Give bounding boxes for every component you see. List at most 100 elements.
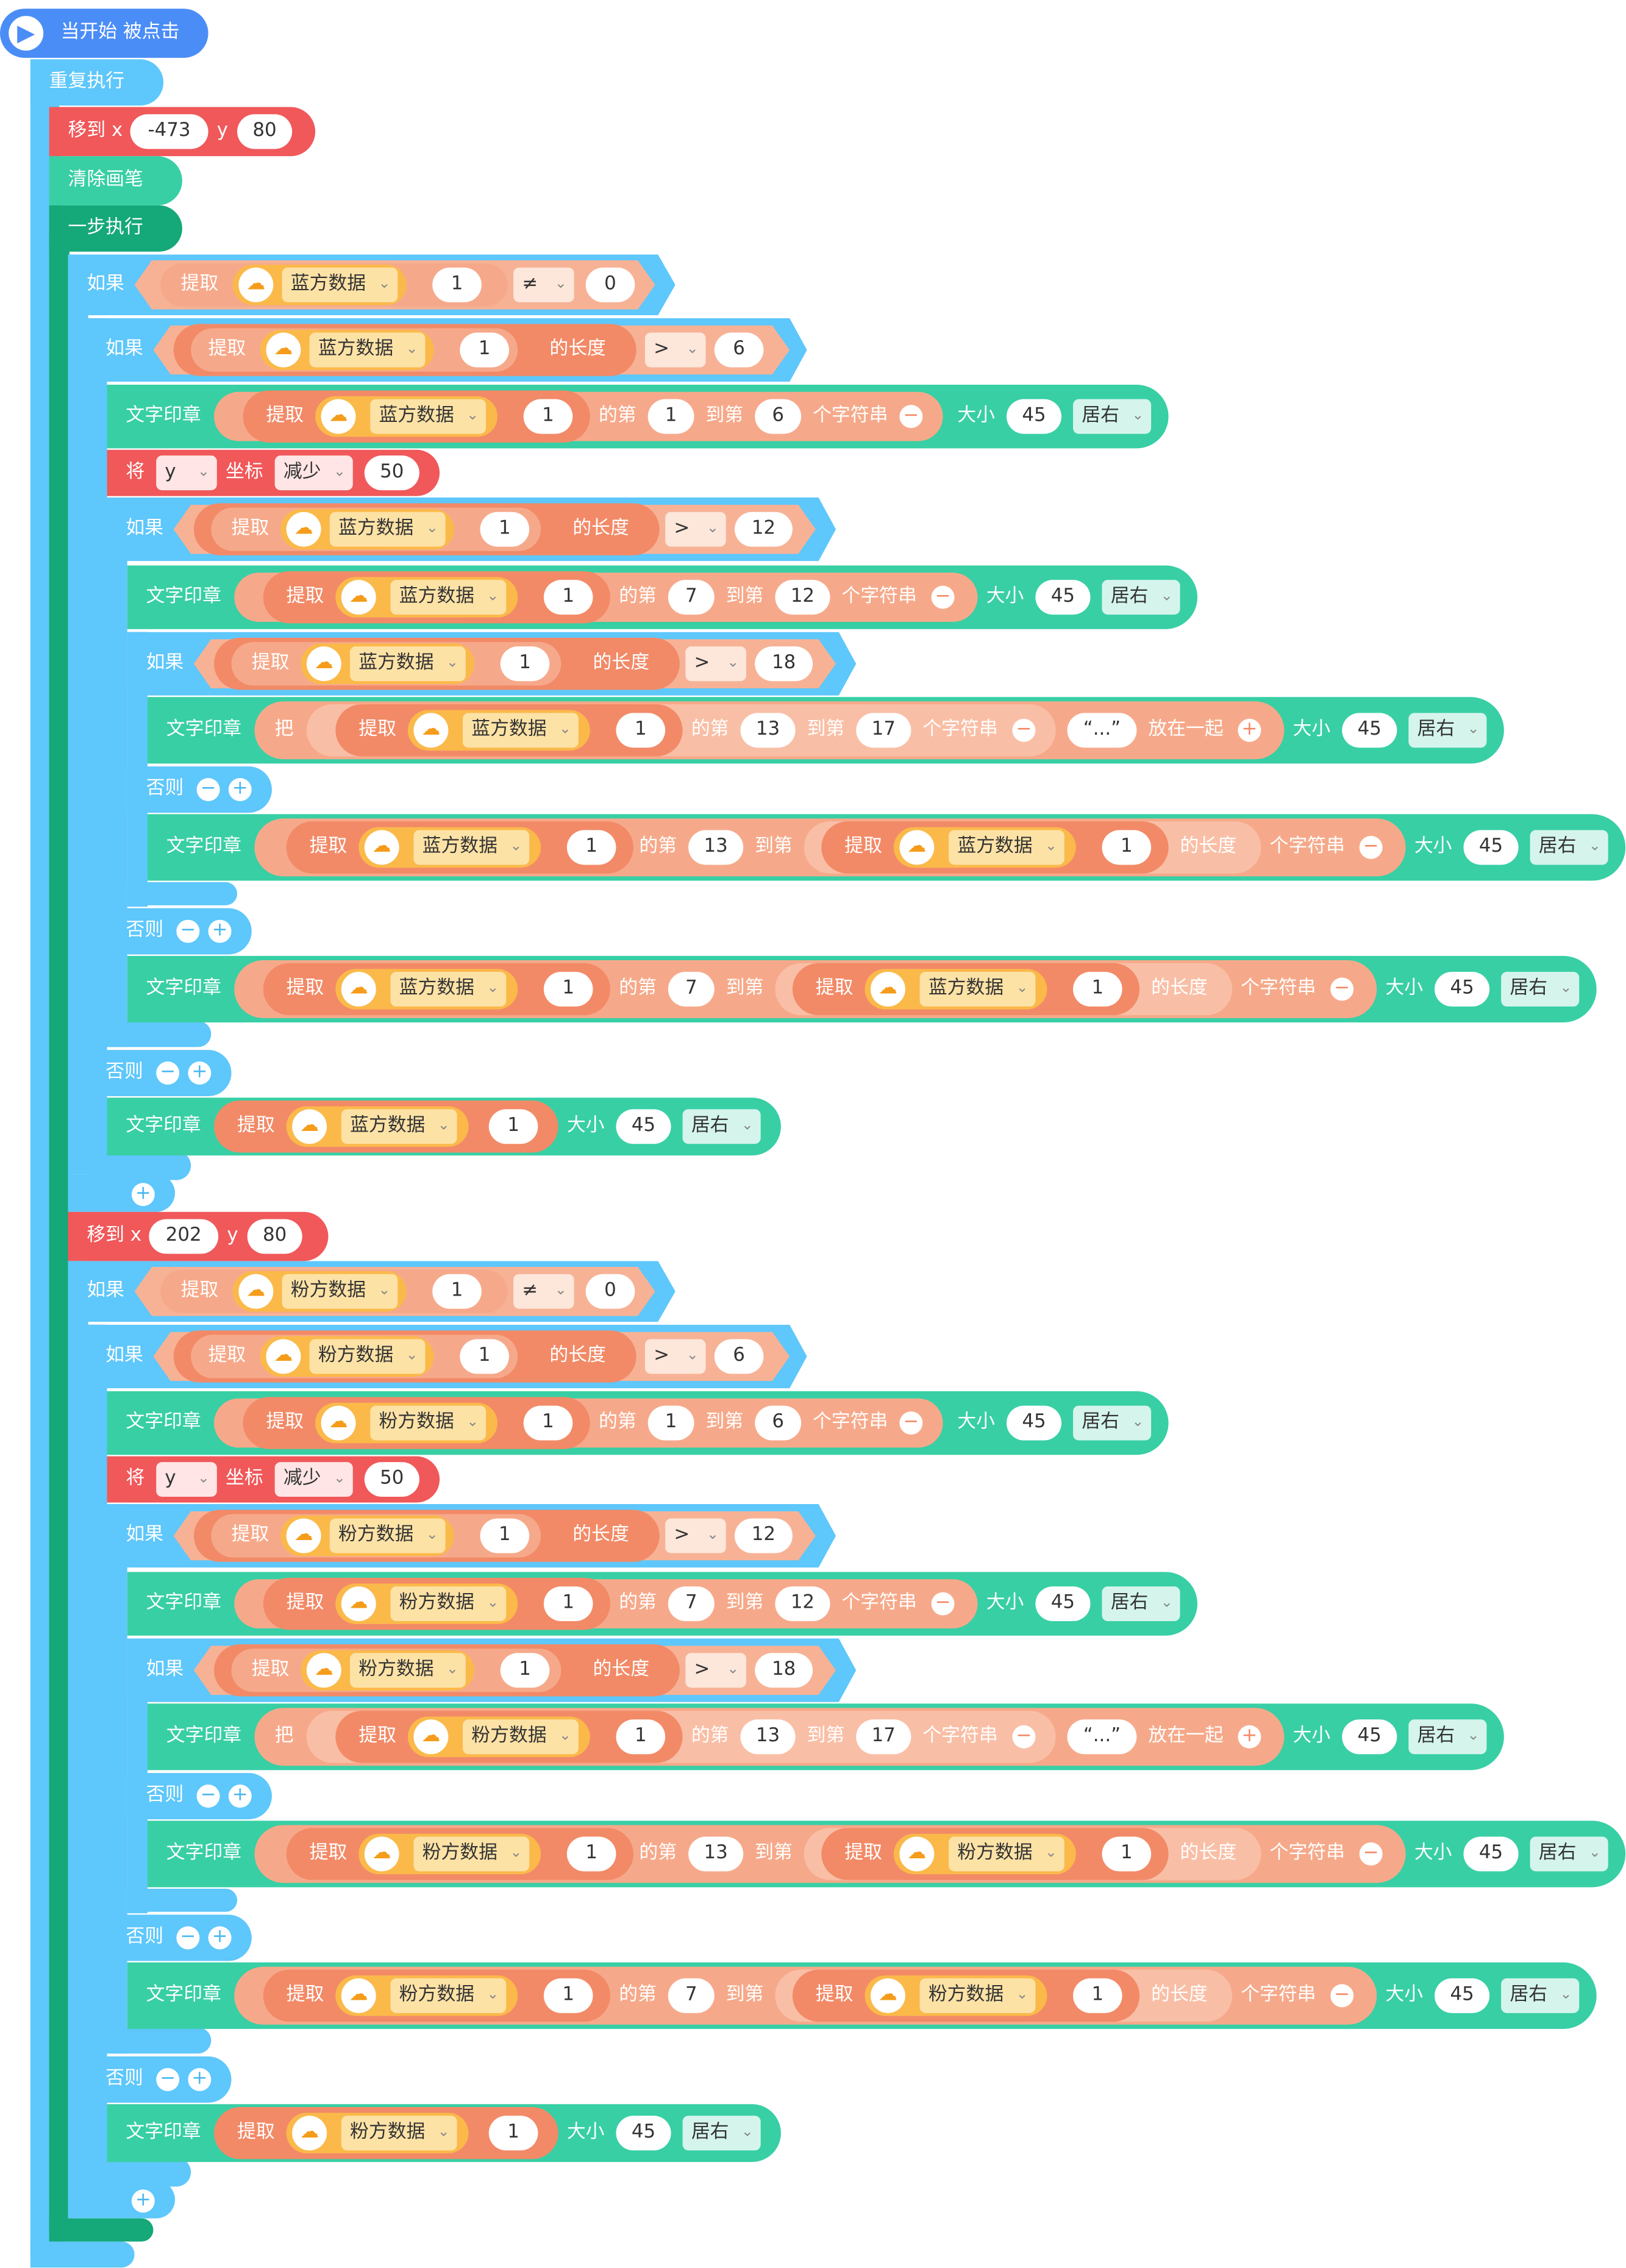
start-input[interactable]: 13 xyxy=(740,713,796,748)
minus-icon[interactable]: − xyxy=(1012,718,1036,742)
compare-input[interactable]: 18 xyxy=(755,1653,813,1688)
list-dropdown[interactable]: 粉方数据⌄ xyxy=(330,1519,446,1553)
index-input[interactable]: 1 xyxy=(616,1719,666,1755)
y-input[interactable]: 80 xyxy=(247,1219,302,1254)
else-block[interactable]: 否则 − + xyxy=(127,766,272,813)
extract-block[interactable]: 提取 ☁ 粉方数据⌄ 1 xyxy=(263,1577,610,1630)
change-coord-block[interactable]: 将 y⌄ 坐标 减少⌄ 50 xyxy=(107,1456,440,1503)
mode-dropdown[interactable]: 减少⌄ xyxy=(274,1462,353,1497)
size-input[interactable]: 45 xyxy=(616,1109,671,1144)
length-block[interactable]: 提取 ☁ 粉方数据⌄ 1 的长度 xyxy=(214,1644,680,1696)
op-dropdown[interactable]: ≠⌄ xyxy=(513,268,574,302)
size-input[interactable]: 45 xyxy=(1006,399,1062,434)
plus-icon[interactable]: + xyxy=(188,1061,212,1085)
index-input[interactable]: 1 xyxy=(480,512,530,547)
minus-icon[interactable]: − xyxy=(156,1061,180,1085)
length-block[interactable]: 提取 ☁ 蓝方数据⌄ 1 的长度 xyxy=(174,324,636,376)
clear-pen-block[interactable]: 清除画笔 xyxy=(49,156,182,205)
extract-block[interactable]: 提取 ☁ 蓝方数据⌄ 1 xyxy=(232,642,562,685)
list-dropdown[interactable]: 蓝方数据⌄ xyxy=(949,830,1064,865)
extract-block[interactable]: 提取 ☁ 粉方数据⌄ 1 xyxy=(286,1828,633,1880)
text-stamp-block[interactable]: 文字印章 提取 ☁ 粉方数据⌄ 1 的第 1 到第 6 个字符串 − 大小 45… xyxy=(107,1391,1169,1455)
axis-dropdown[interactable]: y⌄ xyxy=(156,455,217,491)
start-input[interactable]: 7 xyxy=(668,580,715,615)
index-input[interactable]: 1 xyxy=(523,1405,573,1441)
list-dropdown[interactable]: 蓝方数据⌄ xyxy=(350,646,466,681)
extract-block[interactable]: 提取 ☁ 蓝方数据⌄ 1 xyxy=(792,963,1140,1016)
if-block-4[interactable]: 如果 提取 ☁ 粉方数据⌄ 1 的长度 >⌄ 18 xyxy=(127,1638,856,1702)
size-input[interactable]: 45 xyxy=(1006,1405,1062,1441)
size-input[interactable]: 45 xyxy=(1435,1978,1490,2013)
op-dropdown[interactable]: >⌄ xyxy=(645,333,706,368)
minus-icon[interactable]: − xyxy=(1330,977,1354,1001)
step-exec-block[interactable]: 一步执行 xyxy=(49,205,182,252)
list-dropdown[interactable]: 蓝方数据⌄ xyxy=(463,713,579,748)
goto-block-2[interactable]: 移到 x 202 y 80 xyxy=(68,1211,329,1261)
substring-block[interactable]: 提取 ☁ 蓝方数据⌄ 1 的第 1 到第 6 个字符串 − xyxy=(214,390,943,443)
minus-icon[interactable]: − xyxy=(1359,836,1383,859)
align-dropdown[interactable]: 居右⌄ xyxy=(682,2116,761,2151)
size-input[interactable]: 45 xyxy=(1342,713,1397,748)
op-dropdown[interactable]: >⌄ xyxy=(685,646,746,681)
end-input[interactable]: 17 xyxy=(856,713,911,748)
length-block[interactable]: 提取 ☁ 蓝方数据⌄ 1 的长度 xyxy=(804,821,1261,874)
length-block[interactable]: 提取 ☁ 粉方数据⌄ 1 的长度 xyxy=(194,1510,660,1561)
list-dropdown[interactable]: 蓝方数据⌄ xyxy=(282,268,398,302)
substring-block[interactable]: 提取 ☁ 蓝方数据⌄ 1 的第 13 到第 17 个字符串 − xyxy=(306,704,1056,757)
list-dropdown[interactable]: 蓝方数据⌄ xyxy=(310,333,426,368)
compare-input[interactable]: 6 xyxy=(715,1339,764,1374)
list-dropdown[interactable]: 蓝方数据⌄ xyxy=(919,971,1036,1007)
plus-icon[interactable]: + xyxy=(131,1183,155,1207)
else-block[interactable]: 否则 − + xyxy=(127,1773,272,1819)
index-input[interactable]: 1 xyxy=(488,1109,538,1144)
if-block-2[interactable]: 如果 提取 ☁ 粉方数据⌄ 1 的长度 >⌄ 6 xyxy=(87,1325,807,1388)
minus-icon[interactable]: − xyxy=(931,1592,955,1616)
else-block[interactable]: 否则 − + xyxy=(107,908,252,955)
start-input[interactable]: 13 xyxy=(688,830,744,865)
length-block[interactable]: 提取 ☁ 蓝方数据⌄ 1 的长度 xyxy=(214,638,680,690)
extract-block[interactable]: 提取 ☁ 粉方数据⌄ 1 xyxy=(191,1335,518,1378)
compare-input[interactable]: 12 xyxy=(735,1519,793,1553)
amount-input[interactable]: 50 xyxy=(364,455,419,491)
extract-block[interactable]: 提取 ☁ 粉方数据⌄ 1 xyxy=(243,1397,590,1449)
index-input[interactable]: 1 xyxy=(1073,1978,1122,2013)
index-input[interactable]: 1 xyxy=(501,1653,550,1688)
extract-block[interactable]: 提取 ☁ 粉方数据⌄ 1 xyxy=(232,1649,562,1692)
else-block[interactable]: 否则 − + xyxy=(107,1914,252,1961)
substring-block[interactable]: 提取 ☁ 粉方数据⌄ 1 的第 13 到第 提取 ☁ 粉方数据⌄ 1 的长度 个… xyxy=(254,1825,1406,1883)
text-stamp-block[interactable]: 文字印章 提取 ☁ 粉方数据⌄ 1 的第 7 到第 提取 ☁ 粉方数据⌄ 1 xyxy=(127,1962,1597,2029)
index-input[interactable]: 1 xyxy=(432,268,482,302)
substring-block[interactable]: 提取 ☁ 粉方数据⌄ 1 的第 7 到第 12 个字符串 − xyxy=(234,1577,978,1630)
if-block-outer[interactable]: 如果 提取 ☁ 粉方数据⌄ 1 ≠⌄ 0 xyxy=(68,1261,675,1322)
op-dropdown[interactable]: ≠⌄ xyxy=(513,1274,574,1309)
index-input[interactable]: 1 xyxy=(1102,830,1152,865)
start-input[interactable]: 7 xyxy=(668,1586,715,1622)
list-dropdown[interactable]: 蓝方数据⌄ xyxy=(341,1109,457,1144)
else-block[interactable]: 否则 − + xyxy=(87,2056,232,2103)
if-block-3[interactable]: 如果 提取 ☁ 粉方数据⌄ 1 的长度 >⌄ 12 xyxy=(107,1504,836,1567)
align-dropdown[interactable]: 居右⌄ xyxy=(1408,1719,1487,1755)
minus-icon[interactable]: − xyxy=(931,585,955,609)
text-stamp-block[interactable]: 文字印章 提取 ☁ 蓝方数据⌄ 1 的第 7 到第 提取 ☁ 蓝方数据⌄ 1 xyxy=(127,955,1597,1023)
end-input[interactable]: 12 xyxy=(775,1586,830,1622)
minus-icon[interactable]: − xyxy=(1012,1725,1036,1749)
compare-input[interactable]: 12 xyxy=(735,512,793,547)
align-dropdown[interactable]: 居右⌄ xyxy=(1530,1836,1608,1872)
join-block[interactable]: 把 提取 ☁ 蓝方数据⌄ 1 的第 13 到第 17 个字符串 − “...” … xyxy=(254,701,1285,760)
size-input[interactable]: 45 xyxy=(1035,1586,1091,1622)
if-block-4[interactable]: 如果 提取 ☁ 蓝方数据⌄ 1 的长度 >⌄ 18 xyxy=(127,632,856,696)
size-input[interactable]: 45 xyxy=(616,2116,671,2151)
if-block-2[interactable]: 如果 提取 ☁ 蓝方数据⌄ 1 的长度 >⌄ 6 xyxy=(87,318,807,382)
x-input[interactable]: 202 xyxy=(149,1219,219,1254)
list-dropdown[interactable]: 粉方数据⌄ xyxy=(390,1978,507,2013)
plus-icon[interactable]: + xyxy=(228,778,252,802)
forever-block[interactable]: 重复执行 xyxy=(30,59,164,106)
extract-block[interactable]: 提取 ☁ 蓝方数据⌄ 1 xyxy=(335,704,683,757)
op-dropdown[interactable]: >⌄ xyxy=(685,1653,746,1688)
extract-block[interactable]: 提取 ☁ 蓝方数据⌄ 1 xyxy=(160,263,507,307)
list-dropdown[interactable]: 粉方数据⌄ xyxy=(310,1339,426,1374)
list-dropdown[interactable]: 蓝方数据⌄ xyxy=(330,512,446,547)
y-input[interactable]: 80 xyxy=(237,114,293,149)
substring-block[interactable]: 提取 ☁ 蓝方数据⌄ 1 的第 7 到第 12 个字符串 − xyxy=(234,571,978,624)
ellipsis-input[interactable]: “...” xyxy=(1067,713,1137,748)
